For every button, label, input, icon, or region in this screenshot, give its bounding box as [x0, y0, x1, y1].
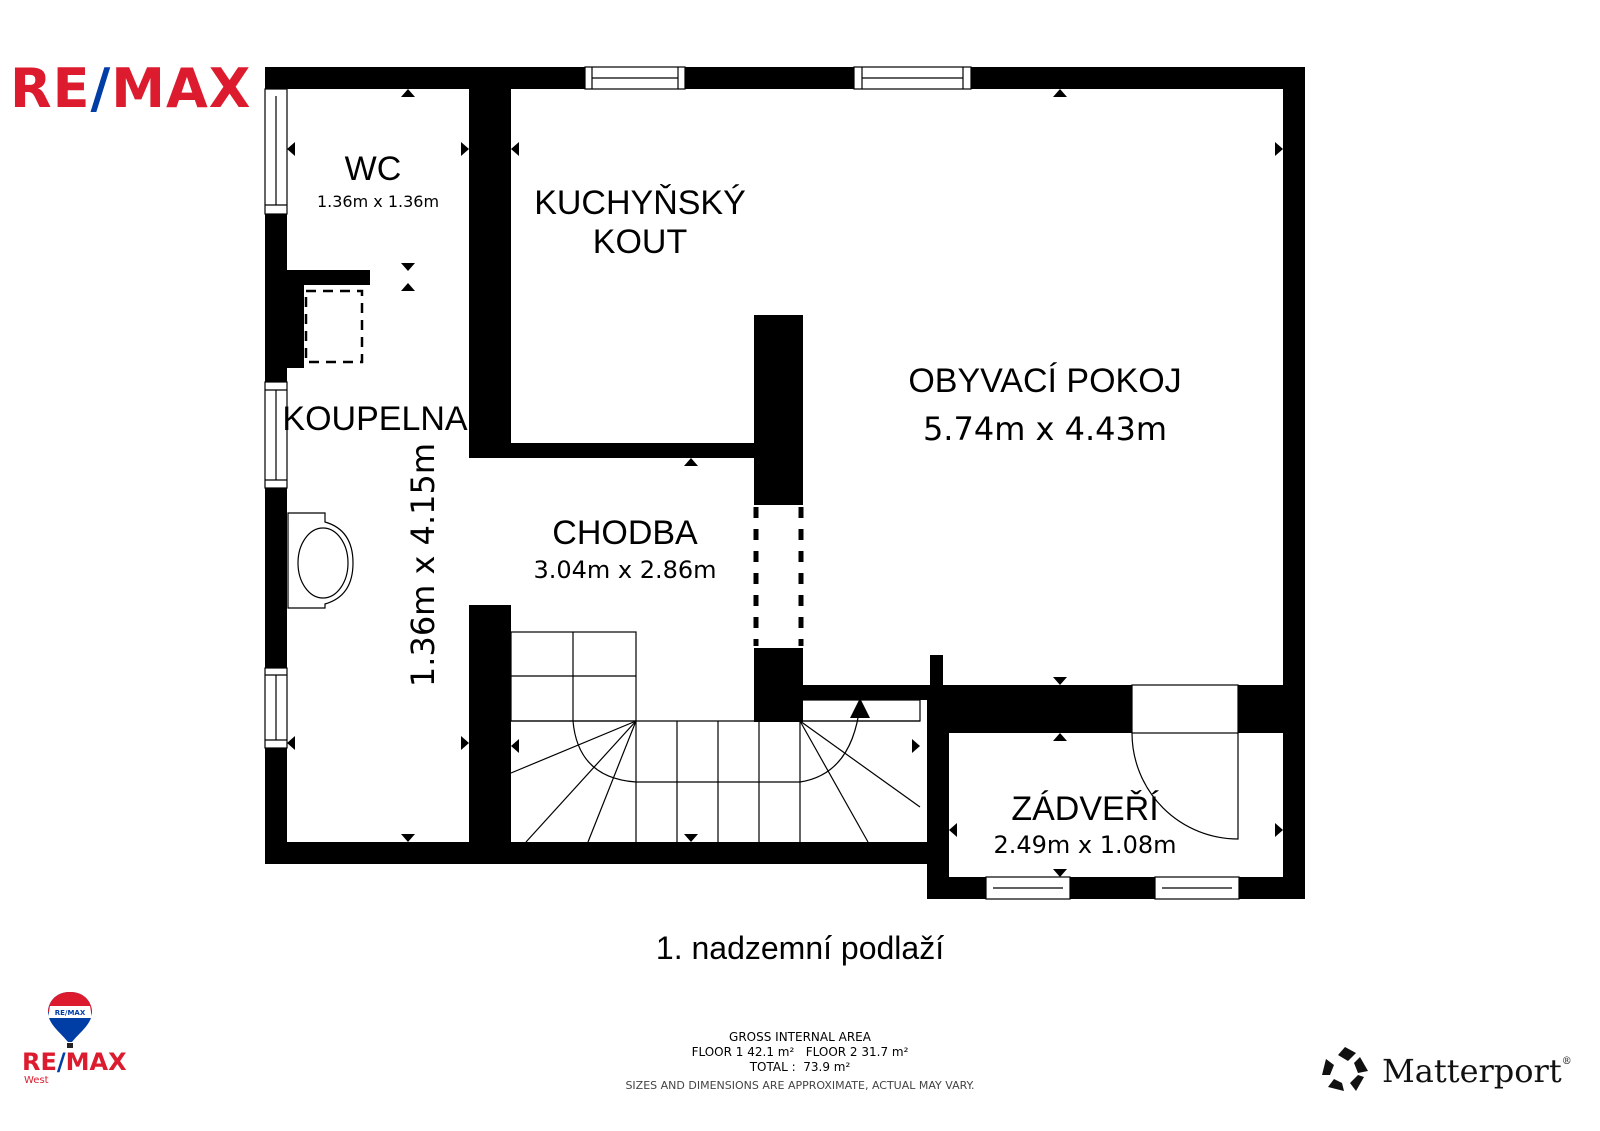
shower-outline [304, 289, 364, 364]
gross-area-block: GROSS INTERNAL AREA FLOOR 1 42.1 m² FLOO… [0, 1030, 1600, 1075]
remax-balloon-icon: RE/MAX [48, 992, 92, 1048]
wall-right [1283, 67, 1305, 899]
wall-bottom-left [265, 842, 948, 864]
wall-living-vestibule-right [1238, 685, 1305, 733]
matterport-logo-icon [1322, 1047, 1368, 1091]
wall-wc-partition-left [287, 270, 304, 368]
staircase [510, 631, 921, 843]
door-opening [1131, 684, 1239, 734]
wall-stair-left [469, 605, 511, 864]
room-dims-hallway: 3.04m x 2.86m [533, 556, 717, 584]
wall-wc-kitchen [469, 67, 511, 457]
room-name-kitchen-line1: KUCHYŇSKÝ [534, 184, 746, 222]
wall-vestibule-left [927, 685, 949, 899]
matterport-registered: ® [1561, 1056, 1572, 1067]
room-name-wc: WC [344, 150, 402, 188]
room-name-hallway: CHODBA [552, 514, 698, 552]
remax-logo-bottom: RE/MAX [22, 1050, 127, 1074]
logo-slash: / [90, 57, 112, 120]
room-name-bathroom: KOUPELNA [282, 400, 468, 438]
svg-text:RE/MAX: RE/MAX [55, 1009, 86, 1017]
wall-column-lower [754, 648, 803, 722]
wall-column [754, 315, 803, 505]
toilet-fixture [287, 512, 354, 609]
matterport-wordmark: Matterport® [1382, 1052, 1572, 1090]
room-name-kitchen-line2: KOUT [592, 223, 688, 261]
wall-top [265, 67, 1305, 89]
matterport-name: Matterport [1382, 1052, 1562, 1090]
room-dims-bathroom: 1.36m x 4.15m [404, 442, 442, 688]
door-swing [1131, 732, 1239, 840]
wall-bottom-vestibule [927, 877, 1305, 899]
room-name-living: OBYVACÍ POKOJ [908, 362, 1182, 400]
gross-area-heading: GROSS INTERNAL AREA [729, 1030, 871, 1044]
logo-bottom-left: RE [22, 1048, 57, 1076]
remax-logo-top: RE/MAX [10, 62, 251, 116]
gross-area-total: TOTAL : 73.9 m² [749, 1060, 851, 1074]
logo-bottom-right: MAX [65, 1048, 127, 1076]
wall-kitchen-bottom [469, 443, 803, 458]
room-dims-living: 5.74m x 4.43m [922, 410, 1168, 448]
room-name-vestibule: ZÁDVEŘÍ [1011, 790, 1159, 828]
disclaimer: SIZES AND DIMENSIONS ARE APPROXIMATE, AC… [625, 1079, 975, 1092]
room-dims-vestibule: 2.49m x 1.08m [993, 831, 1177, 859]
stair-arrow-icon [850, 698, 870, 718]
dimension-markers [287, 89, 1283, 877]
gross-area-floors: FLOOR 1 42.1 m² FLOOR 2 31.7 m² [691, 1045, 909, 1059]
floor-title: 1. nadzemní podlaží [655, 930, 945, 966]
remax-office-name: West [24, 1075, 49, 1086]
wall-stair-top [800, 685, 940, 700]
room-dims-wc: 1.36m x 1.36m [316, 192, 440, 211]
wall-wc-partition [287, 270, 370, 285]
logo-text-right: MAX [111, 57, 252, 120]
wall-stub [930, 655, 943, 700]
logo-text-left: RE [10, 57, 91, 120]
wall-living-vestibule [927, 685, 1132, 733]
logo-bottom-slash: / [56, 1048, 66, 1076]
